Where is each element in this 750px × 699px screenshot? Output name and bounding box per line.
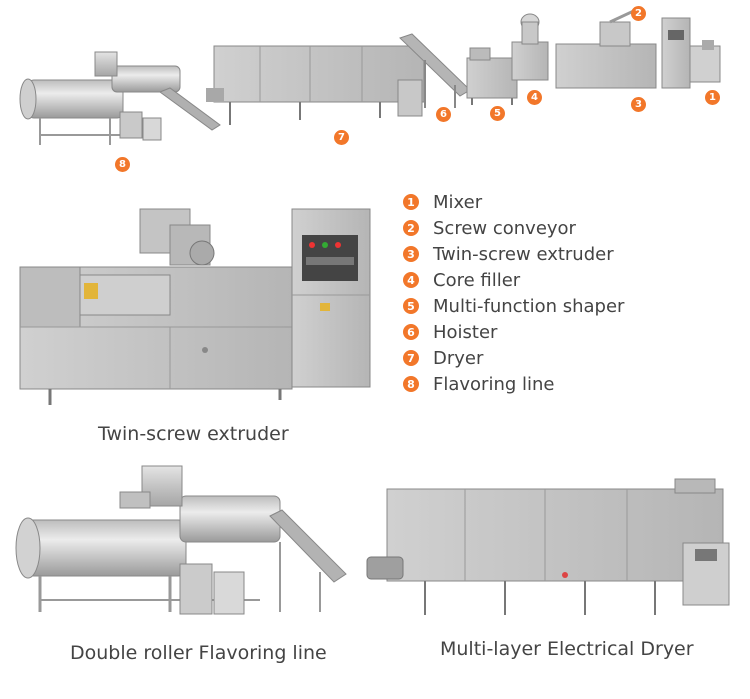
line-badge-2: 2 <box>631 6 646 21</box>
flavoring-line-image <box>15 462 350 632</box>
caption-flavoring-line: Double roller Flavoring line <box>70 642 327 664</box>
legend-label: Mixer <box>433 191 483 213</box>
twin-screw-extruder-image <box>19 205 380 415</box>
line-badge-8: 8 <box>115 157 130 172</box>
shaper-small <box>466 47 518 105</box>
extruder-small <box>555 6 721 89</box>
legend-badge: 3 <box>403 246 419 262</box>
line-badge-4: 4 <box>527 90 542 105</box>
production-line-image <box>0 0 750 180</box>
flavoring-line-drawing <box>15 465 347 615</box>
legend-item-multi-function-shaper: 5 Multi-function shaper <box>403 295 624 317</box>
legend-label: Twin-screw extruder <box>433 243 614 265</box>
legend-badge: 1 <box>403 194 419 210</box>
legend-item-flavoring-line: 8 Flavoring line <box>403 373 555 395</box>
dryer-small <box>206 45 425 125</box>
line-badge-5: 5 <box>490 106 505 121</box>
legend-badge: 6 <box>403 324 419 340</box>
legend-badge: 2 <box>403 220 419 236</box>
legend-item-twin-screw-extruder: 3 Twin-screw extruder <box>403 243 614 265</box>
legend-badge: 8 <box>403 376 419 392</box>
legend-item-hoister: 6 Hoister <box>403 321 497 343</box>
legend-badge: 4 <box>403 272 419 288</box>
legend-item-mixer: 1 Mixer <box>403 191 482 213</box>
legend-label: Screw conveyor <box>433 217 576 239</box>
core-filler-small <box>511 13 549 81</box>
legend-label: Flavoring line <box>433 373 555 395</box>
legend-badge: 7 <box>403 350 419 366</box>
line-badge-7: 7 <box>334 130 349 145</box>
line-badge-6: 6 <box>436 107 451 122</box>
line-badge-3: 3 <box>631 97 646 112</box>
legend-label: Core filler <box>433 269 521 291</box>
legend-badge: 5 <box>403 298 419 314</box>
electrical-dryer-drawing <box>366 478 730 615</box>
production-line-drawing <box>19 6 721 145</box>
legend-item-screw-conveyor: 2 Screw conveyor <box>403 217 576 239</box>
caption-twin-screw-extruder: Twin-screw extruder <box>98 423 289 445</box>
legend-item-dryer: 7 Dryer <box>403 347 483 369</box>
legend-label: Dryer <box>433 347 484 369</box>
legend-label: Hoister <box>433 321 498 343</box>
flavoring-line-small <box>19 51 221 145</box>
electrical-dryer-image <box>365 475 735 625</box>
legend-label: Multi-function shaper <box>433 295 625 317</box>
twin-screw-extruder-drawing <box>19 208 371 405</box>
legend-item-core-filler: 4 Core filler <box>403 269 520 291</box>
caption-electrical-dryer: Multi-layer Electrical Dryer <box>440 638 694 660</box>
line-badge-1: 1 <box>705 90 720 105</box>
